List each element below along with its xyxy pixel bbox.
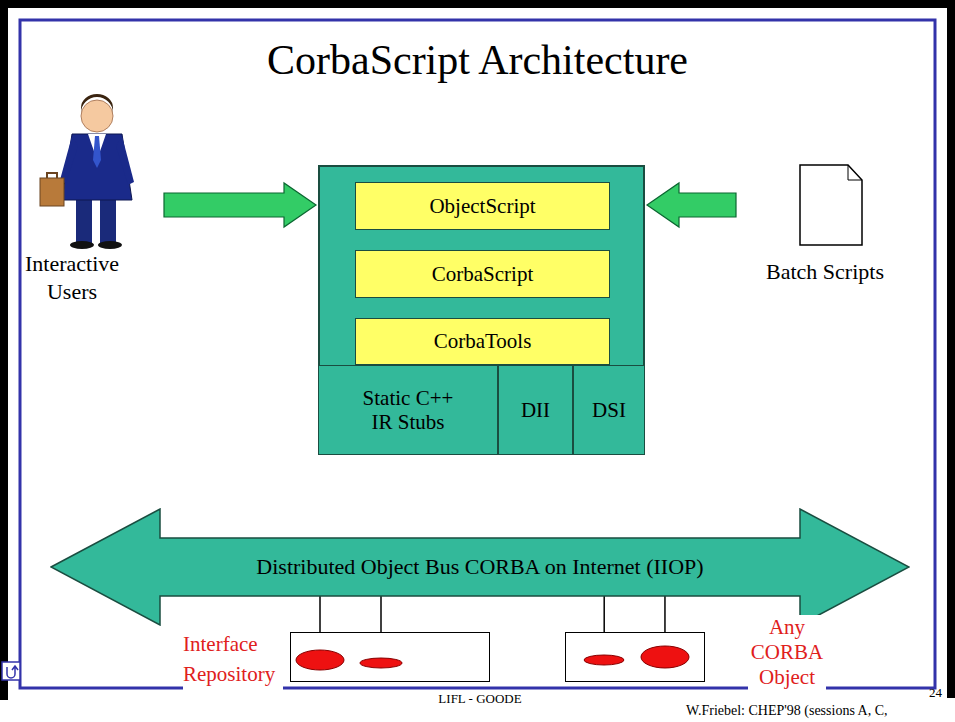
node-label: Batch Scripts [742, 258, 908, 286]
frame-band [0, 0, 8, 700]
layer-box: CorbaScript [355, 250, 610, 298]
layer-box: CorbaTools [355, 318, 610, 365]
interface-cell: DSI [573, 365, 645, 455]
frame-band [947, 0, 955, 698]
footer-credit: LIFL - GOODE [438, 692, 521, 707]
node-label: Distributed Object Bus CORBA on Internet… [256, 554, 703, 579]
interface-cell: Static C++ IR Stubs [318, 365, 498, 455]
node-label: ObjectScript [429, 194, 535, 218]
object-bus: Distributed Object Bus CORBA on Internet… [50, 508, 910, 626]
corba-host-box: Any CORBA Object [565, 632, 705, 682]
bus-link [319, 596, 321, 632]
node-label: Any CORBA Object [748, 615, 826, 691]
bus-outline [51, 509, 909, 625]
slide-frame [20, 20, 935, 688]
user-figure-drawing [40, 94, 134, 249]
node-label: Interactive Users [12, 250, 132, 305]
block-arrow [647, 183, 736, 227]
node-label: Interface Repository [183, 629, 283, 690]
bus-link [603, 596, 605, 632]
script-document-drawing [800, 165, 862, 245]
corba-host-box: Interface Repository [290, 632, 490, 682]
return-icon [2, 662, 20, 680]
object-ellipses [296, 646, 689, 670]
node-label: DSI [592, 398, 626, 422]
slide-title: CorbaScript Architecture [0, 36, 955, 84]
frame-band [0, 0, 955, 8]
block-arrow [164, 183, 316, 227]
node-label: CorbaTools [434, 329, 532, 353]
interface-cell: DII [498, 365, 573, 455]
layer-box: ObjectScript [355, 182, 610, 230]
bus-link [664, 596, 666, 632]
node-label: Static C++ IR Stubs [352, 386, 464, 434]
user-figure: Interactive Users [8, 92, 160, 312]
page-number: 24 [929, 686, 942, 701]
bus-link [380, 596, 382, 632]
node-label: DII [521, 398, 550, 422]
node-label: CorbaScript [432, 262, 533, 286]
footer-note: W.Friebel: CHEP'98 (sessions A, C, [686, 703, 888, 719]
script-document: Batch Scripts [740, 160, 910, 292]
container-box: ObjectScriptCorbaScriptCorbaToolsStatic … [318, 165, 645, 455]
